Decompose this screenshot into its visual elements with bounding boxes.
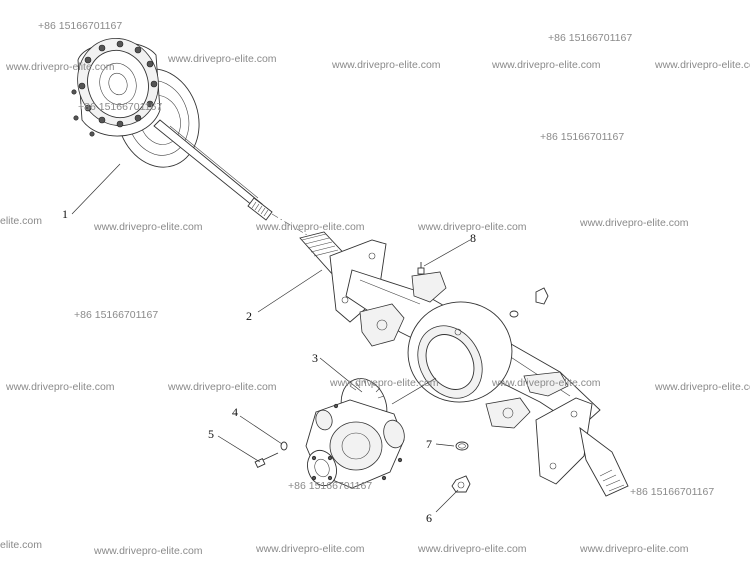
leader-lines: [71, 163, 471, 513]
watermark-site: www.drivepro-elite.com: [654, 59, 750, 71]
breather-valve: [417, 262, 425, 275]
watermark-site: www.drivepro-elite.com: [167, 381, 277, 393]
filler-plug: [509, 287, 549, 318]
watermark-site: www.drivepro-elite.com: [491, 377, 601, 389]
shaft-splines: [247, 197, 273, 221]
label-part-4: 4: [232, 405, 238, 419]
watermark-site-cut: elite.com: [0, 215, 42, 227]
label-part-5: 5: [208, 427, 214, 441]
bolt: [254, 452, 279, 469]
watermarks: +86 15166701167 +86 15166701167 +86 1516…: [0, 20, 750, 557]
label-part-2: 2: [246, 309, 252, 323]
part-number-labels: 1 2 3 4 5 6 7 8: [62, 207, 476, 525]
watermark-site: www.drivepro-elite.com: [654, 381, 750, 393]
watermark-phone: +86 15166701167: [78, 101, 162, 113]
axle-housing: [299, 231, 629, 497]
left-spindle-threads: [301, 233, 339, 257]
watermark-site-cut: elite.com: [0, 539, 42, 551]
watermark-phone: +86 15166701167: [630, 486, 714, 498]
crown-wheel-teeth: [349, 379, 385, 399]
watermark-site: www.drivepro-elite.com: [255, 221, 365, 233]
watermark-phone: +86 15166701167: [38, 20, 122, 32]
watermark-site: www.drivepro-elite.com: [329, 377, 439, 389]
watermark-phone: +86 15166701167: [548, 32, 632, 44]
watermark-site: www.drivepro-elite.com: [417, 543, 527, 555]
differential-carrier: [305, 378, 405, 489]
watermark-site: www.drivepro-elite.com: [167, 53, 277, 65]
drain-plug: [451, 475, 471, 493]
watermark-site: www.drivepro-elite.com: [255, 543, 365, 555]
watermark-site: www.drivepro-elite.com: [5, 61, 115, 73]
label-part-8: 8: [470, 231, 476, 245]
sealing-ring: [455, 441, 469, 451]
watermark-phone: +86 15166701167: [288, 480, 372, 492]
watermark-phone: +86 15166701167: [74, 309, 158, 321]
right-spindle-threads: [599, 469, 625, 492]
watermark-site: www.drivepro-elite.com: [93, 221, 203, 233]
watermark-phone: +86 15166701167: [540, 131, 624, 143]
watermark-site: www.drivepro-elite.com: [579, 543, 689, 555]
label-part-1: 1: [62, 207, 68, 221]
watermark-site: www.drivepro-elite.com: [417, 221, 527, 233]
wheel-studs: [71, 40, 158, 137]
label-part-7: 7: [426, 437, 432, 451]
watermark-site: www.drivepro-elite.com: [331, 59, 441, 71]
watermark-site: www.drivepro-elite.com: [93, 545, 203, 557]
wheel-hub-assembly: [71, 37, 273, 221]
watermark-site: www.drivepro-elite.com: [491, 59, 601, 71]
watermark-site: www.drivepro-elite.com: [5, 381, 115, 393]
label-part-3: 3: [312, 351, 318, 365]
washer: [280, 441, 288, 451]
watermark-site: www.drivepro-elite.com: [579, 217, 689, 229]
label-part-6: 6: [426, 511, 432, 525]
